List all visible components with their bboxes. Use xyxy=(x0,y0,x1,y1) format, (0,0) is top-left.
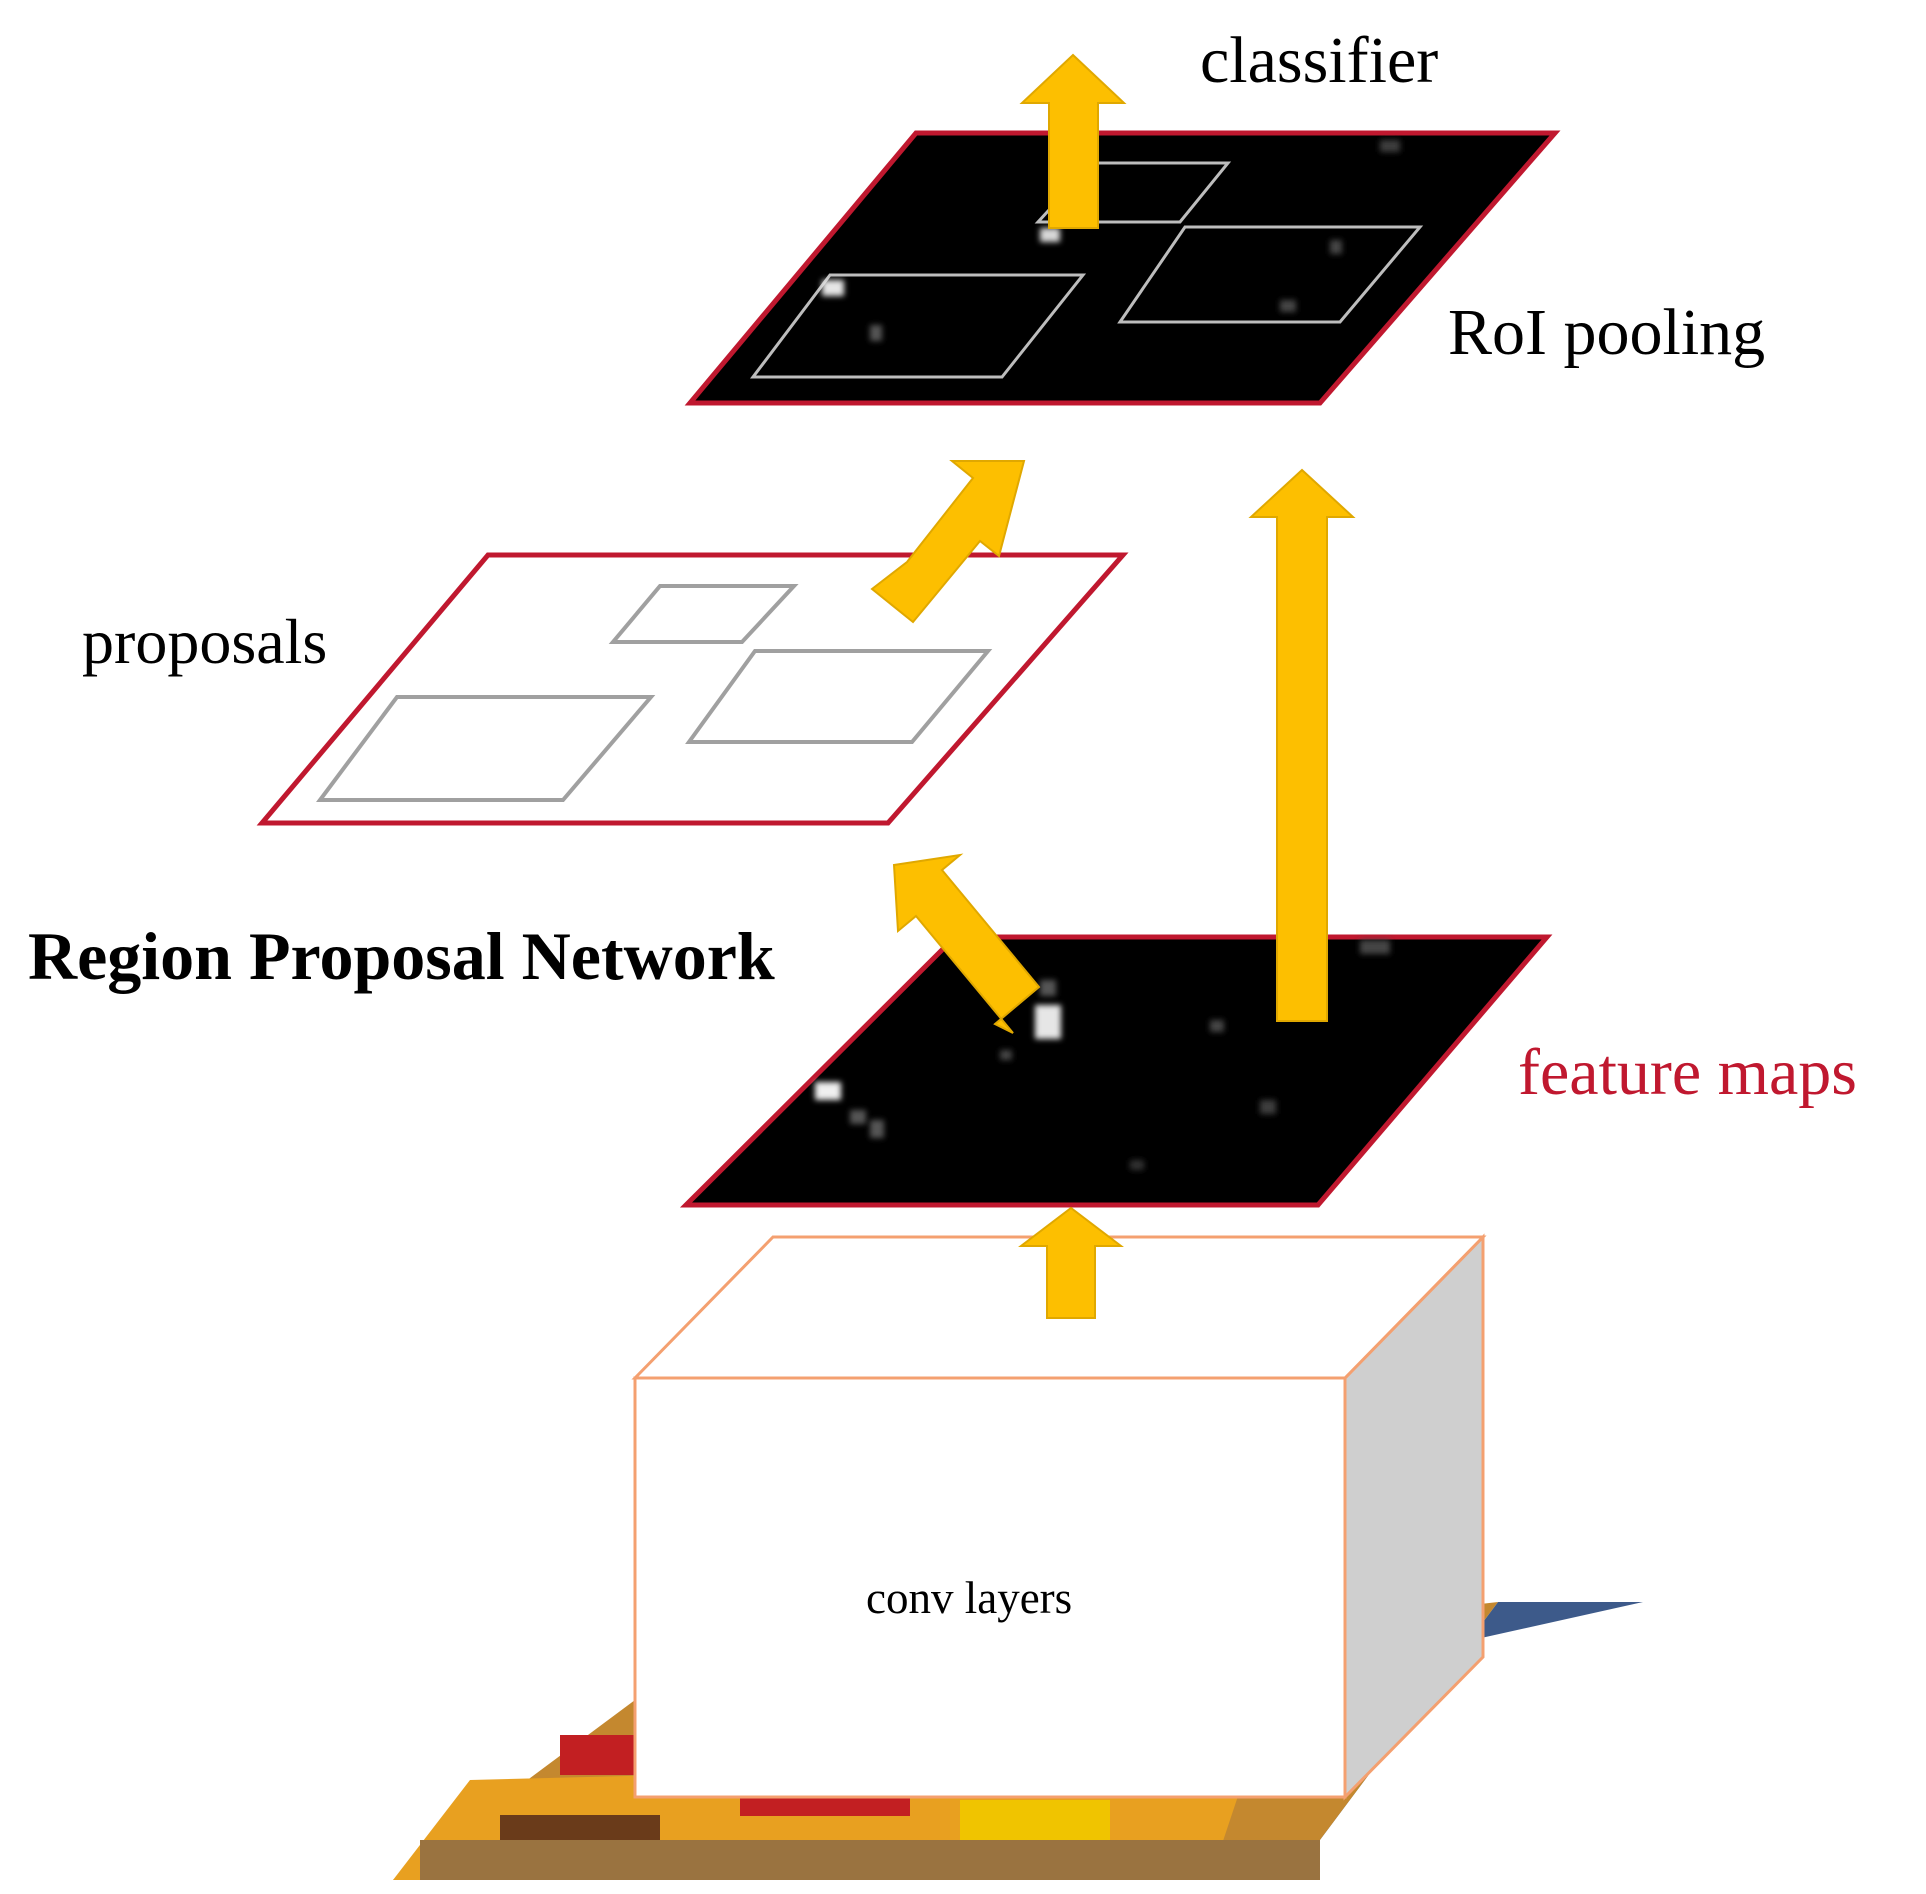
roi-box xyxy=(1117,225,1424,324)
conv-layers-label: conv layers xyxy=(866,1573,1073,1623)
conv-layers-box xyxy=(631,1233,1487,1801)
conv-front-face xyxy=(633,1376,1347,1799)
feature-maps-plane xyxy=(679,934,1553,1208)
up-arrow-icon xyxy=(870,460,1026,624)
proposal-box xyxy=(685,649,993,744)
roi-box xyxy=(749,273,1087,379)
region-proposal-network-label: Region Proposal Network xyxy=(28,918,775,994)
up-arrow-icon xyxy=(1018,1206,1124,1319)
roi-pooling-plane xyxy=(684,130,1561,406)
proposal-box xyxy=(608,584,799,644)
up-arrow-icon xyxy=(1248,468,1356,1022)
proposal-box xyxy=(316,695,656,802)
classifier-label: classifier xyxy=(1200,24,1439,97)
up-arrow-icon xyxy=(1019,53,1127,229)
up-arrow-icon xyxy=(892,853,1041,1034)
proposals-plane xyxy=(256,552,1129,826)
feature-maps-label: feature maps xyxy=(1518,1036,1857,1109)
proposals-label: proposals xyxy=(82,606,328,677)
roi-pooling-label: RoI pooling xyxy=(1448,296,1766,369)
